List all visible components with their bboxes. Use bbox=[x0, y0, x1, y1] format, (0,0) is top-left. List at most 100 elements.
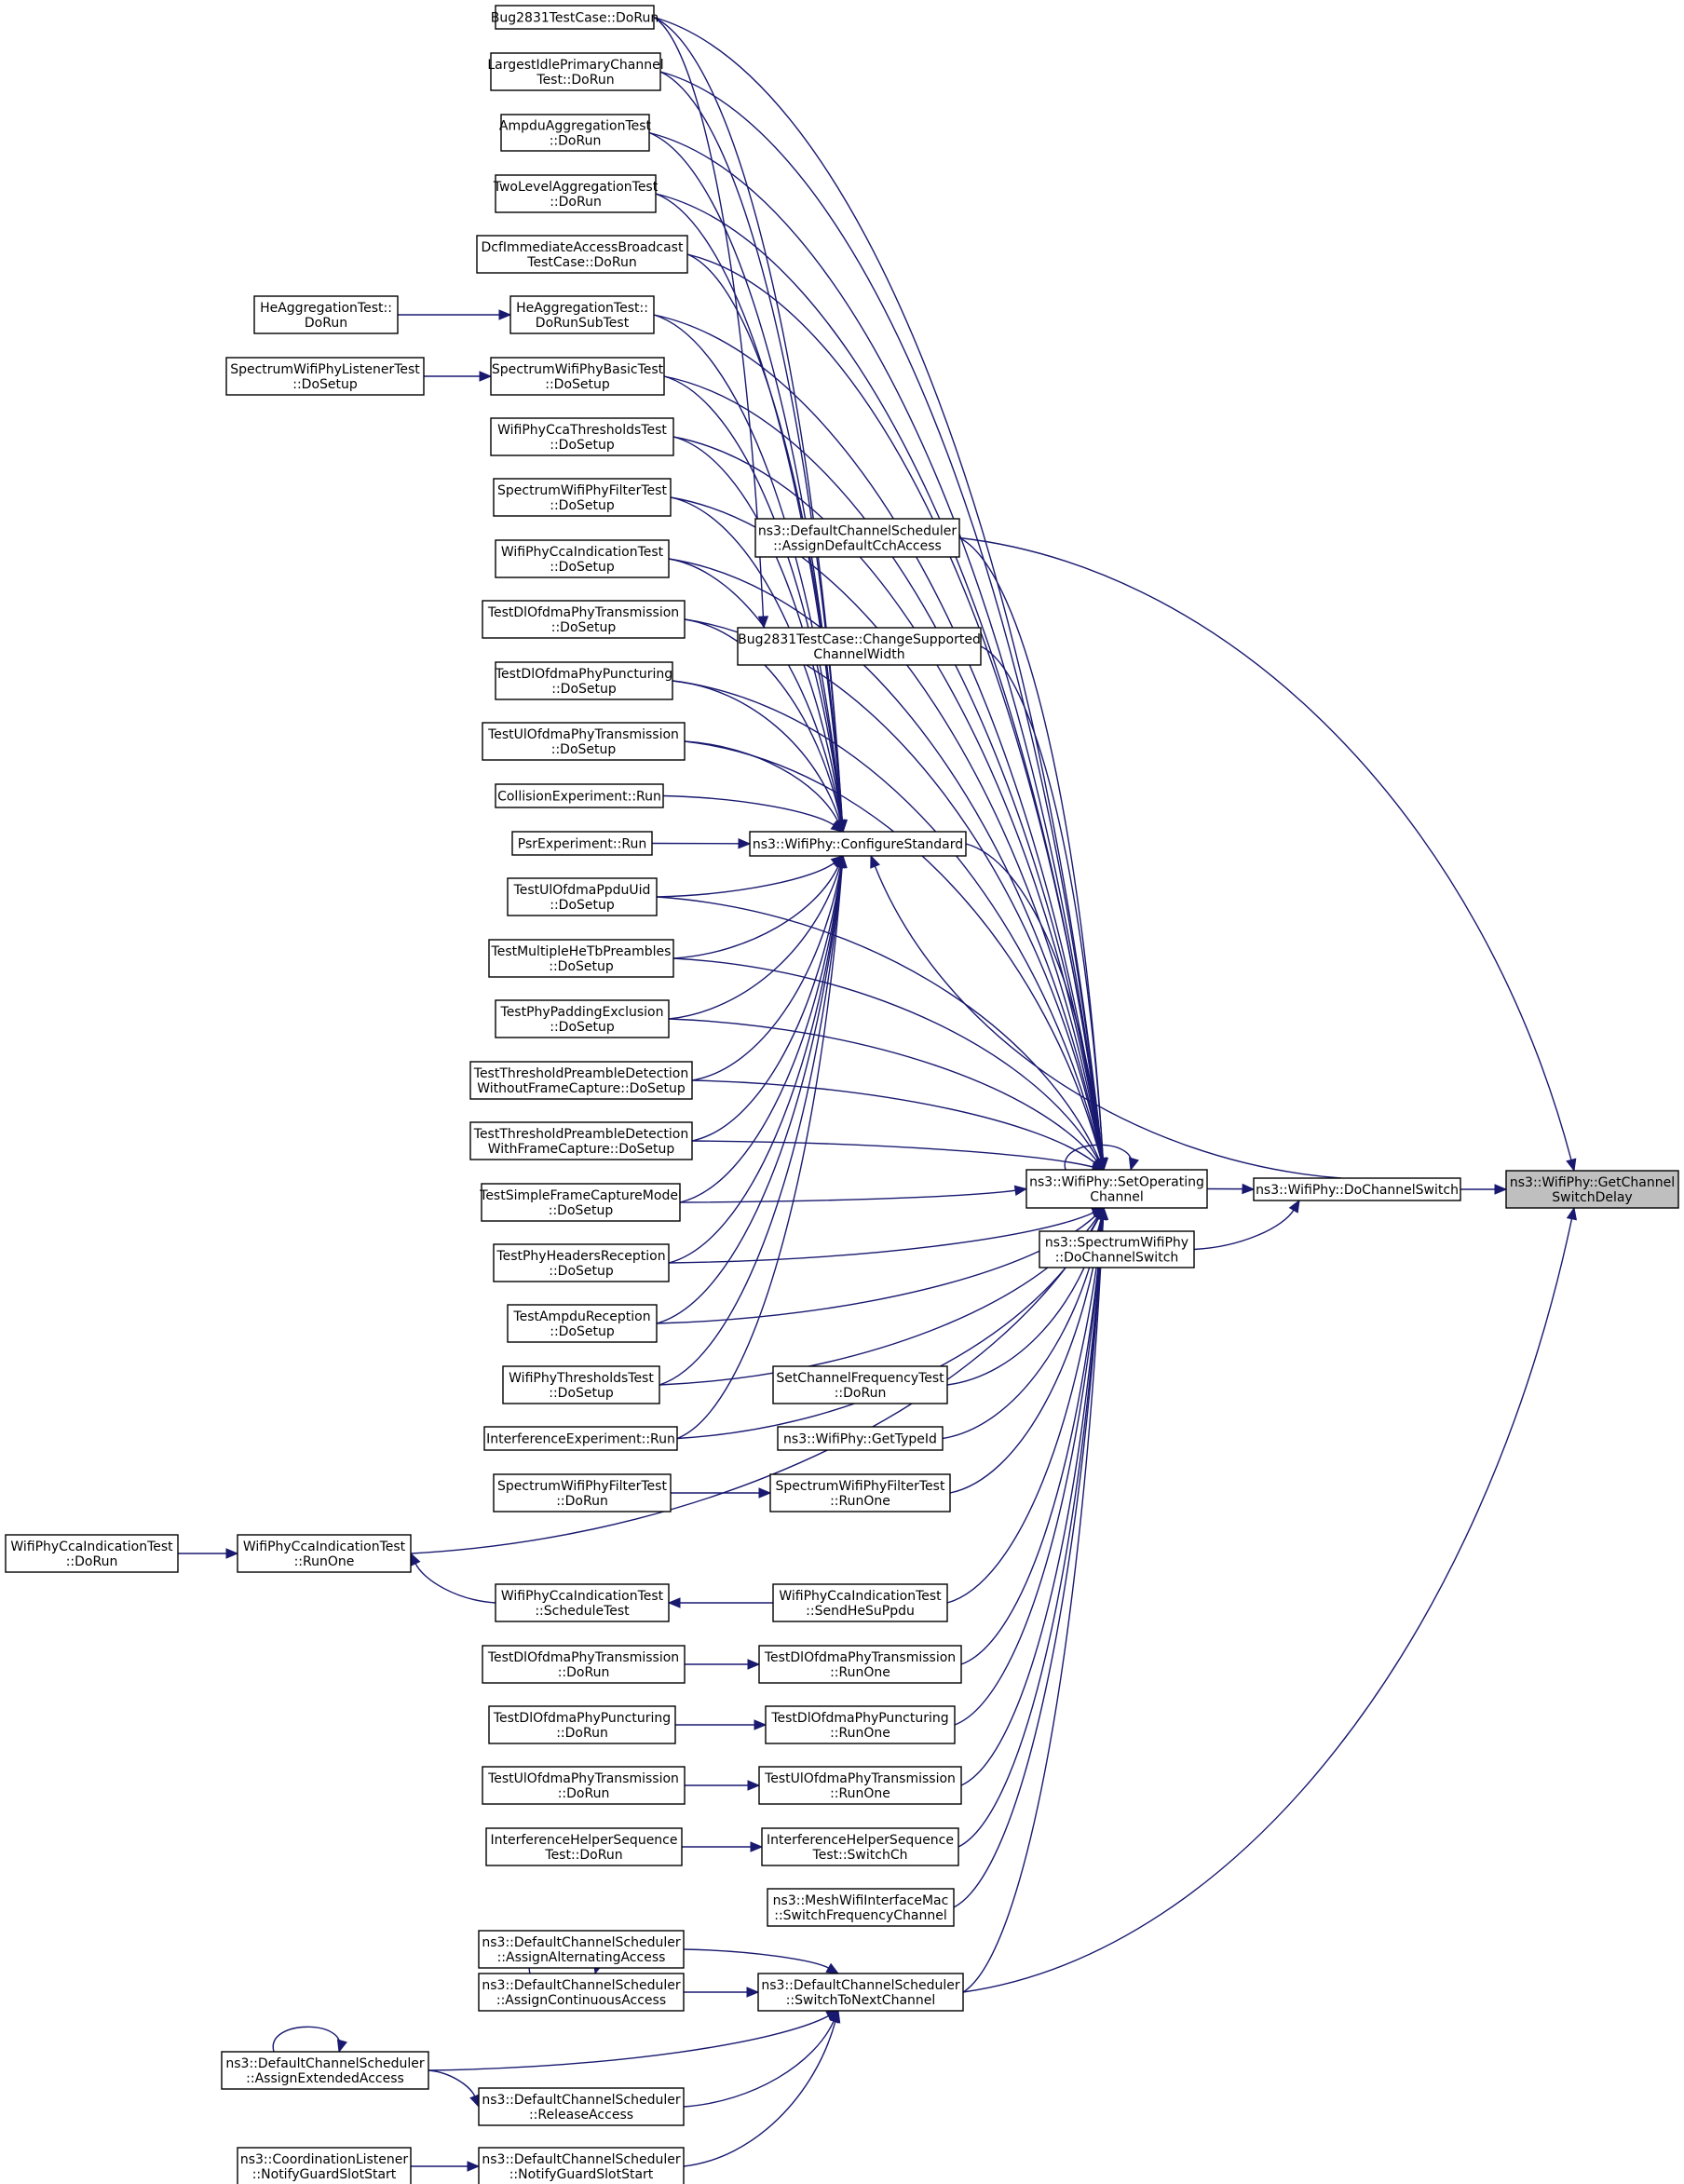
node-simplecapture[interactable]: TestSimpleFrameCaptureModel::DoSetup bbox=[479, 1183, 682, 1222]
node-ccainddorun[interactable]: WifiPhyCcaIndicationTest::DoRun bbox=[5, 1534, 179, 1573]
node-label-line: HeAggregationTest:: bbox=[516, 301, 648, 316]
node-label-line: ::DoSetup bbox=[550, 560, 615, 575]
node-threshwith[interactable]: TestThresholdPreambleDetectionWithFrameC… bbox=[469, 1121, 693, 1160]
node-box bbox=[758, 1645, 962, 1684]
node-gettypeid[interactable]: ns3::WifiPhy::GetTypeId bbox=[777, 1426, 944, 1451]
node-setchanfreq[interactable]: SetChannelFrequencyTest::DoRun bbox=[772, 1365, 948, 1404]
node-label-line: ::AssignAlternatingAccess bbox=[497, 1950, 666, 1965]
node-label-line: Test::DoRun bbox=[536, 73, 614, 88]
edge-assignext-to-assignext bbox=[272, 2026, 341, 2053]
node-specfiltersetup[interactable]: SpectrumWifiPhyFilterTest::DoSetup bbox=[493, 478, 672, 517]
node-specdcs[interactable]: ns3::SpectrumWifiPhy::DoChannelSwitch bbox=[1039, 1230, 1195, 1268]
node-dlpuncdorun[interactable]: TestDlOfdmaPhyPuncturing::DoRun bbox=[488, 1705, 676, 1744]
edge-bug2831-to-changesupported bbox=[653, 16, 765, 618]
edge-heaggsub-to-setop bbox=[653, 314, 1104, 1160]
node-headers[interactable]: TestPhyHeadersReception::DoSetup bbox=[493, 1243, 670, 1282]
edge-assignext-to-release bbox=[428, 2069, 476, 2098]
node-ccaindsend[interactable]: WifiPhyCcaIndicationTest::SendHeSuPpdu bbox=[772, 1583, 948, 1622]
node-dltxdorun[interactable]: TestDlOfdmaPhyTransmission::DoRun bbox=[482, 1645, 686, 1684]
node-specbasic[interactable]: SpectrumWifiPhyBasicTest::DoSetup bbox=[490, 357, 665, 396]
node-ccaindsched[interactable]: WifiPhyCcaIndicationTest::ScheduleTest bbox=[495, 1583, 670, 1622]
edge-ultxsetup-to-setop bbox=[684, 740, 1102, 1160]
node-interfexp[interactable]: InterferenceExperiment::Run bbox=[483, 1426, 678, 1451]
node-assignalt[interactable]: ns3::DefaultChannelScheduler::AssignAlte… bbox=[478, 1930, 685, 1969]
node-assignext[interactable]: ns3::DefaultChannelScheduler::AssignExte… bbox=[221, 2051, 429, 2090]
edge-arrowhead bbox=[479, 371, 493, 382]
edge-ihsswitch-to-setop bbox=[957, 1217, 1105, 1848]
node-ccathresh[interactable]: WifiPhyCcaThresholdsTest::DoSetup bbox=[490, 417, 674, 456]
node-label-line: TestUlOfdmaPhyTransmission bbox=[764, 1771, 956, 1786]
node-box bbox=[777, 1426, 944, 1451]
node-dlpuncsetup[interactable]: TestDlOfdmaPhyPuncturing::DoSetup bbox=[495, 661, 673, 700]
node-box bbox=[476, 235, 688, 274]
node-box bbox=[221, 2051, 429, 2090]
node-label-line: PsrExperiment::Run bbox=[518, 837, 646, 852]
edge-ultxsetup-to-configstd bbox=[684, 740, 839, 823]
node-threshwithout[interactable]: TestThresholdPreambleDetectionWithoutFra… bbox=[469, 1061, 693, 1100]
node-multihetb[interactable]: TestMultipleHeTbPreambles::DoSetup bbox=[488, 939, 674, 978]
node-psr[interactable]: PsrExperiment::Run bbox=[511, 831, 653, 856]
node-label-line: DoRunSubTest bbox=[536, 316, 630, 331]
node-specfilterdorun[interactable]: SpectrumWifiPhyFilterTest::DoRun bbox=[493, 1473, 672, 1513]
node-heaggsub[interactable]: HeAggregationTest::DoRunSubTest bbox=[509, 295, 655, 334]
node-configstd[interactable]: ns3::WifiPhy::ConfigureStandard bbox=[749, 831, 967, 857]
node-notifyguard[interactable]: ns3::DefaultChannelScheduler::NotifyGuar… bbox=[478, 2147, 685, 2184]
node-assigncont[interactable]: ns3::DefaultChannelScheduler::AssignCont… bbox=[478, 1973, 685, 2012]
node-meshswitch[interactable]: ns3::MeshWifiInterfaceMac::SwitchFrequen… bbox=[767, 1888, 955, 1927]
node-box bbox=[749, 831, 967, 857]
node-label-line: ns3::WifiPhy::ConfigureStandard bbox=[753, 837, 963, 852]
node-dochannelswitch[interactable]: ns3::WifiPhy::DoChannelSwitch bbox=[1253, 1177, 1461, 1201]
node-label-line: Bug2831TestCase::ChangeSupported bbox=[738, 632, 981, 647]
node-heaggrun[interactable]: HeAggregationTest::DoRun bbox=[253, 295, 399, 334]
edge-specdcs-to-dochannelswitch bbox=[1193, 1209, 1296, 1251]
node-box bbox=[500, 114, 650, 152]
node-box bbox=[757, 1973, 964, 2012]
node-dltxsetup[interactable]: TestDlOfdmaPhyTransmission::DoSetup bbox=[482, 600, 686, 639]
node-bug2831[interactable]: Bug2831TestCase::DoRun bbox=[491, 5, 659, 30]
node-switchnext[interactable]: ns3::DefaultChannelScheduler::SwitchToNe… bbox=[757, 1973, 964, 2012]
node-label-line: ns3::WifiPhy::SetOperating bbox=[1029, 1175, 1204, 1190]
node-ccaindrunone[interactable]: WifiPhyCcaIndicationTest::RunOne bbox=[237, 1534, 412, 1573]
node-label-line: ::RunOne bbox=[830, 1786, 890, 1801]
node-phythresh[interactable]: WifiPhyThresholdsTest::DoSetup bbox=[502, 1365, 660, 1404]
node-dltxrunone[interactable]: TestDlOfdmaPhyTransmission::RunOne bbox=[758, 1645, 962, 1684]
node-label-line: ns3::DefaultChannelScheduler bbox=[482, 1978, 680, 1993]
node-ampduagg[interactable]: AmpduAggregationTest::DoRun bbox=[499, 114, 652, 152]
node-dlpuncrunone[interactable]: TestDlOfdmaPhyPuncturing::RunOne bbox=[765, 1705, 956, 1744]
node-label-line: TestDlOfdmaPhyTransmission bbox=[487, 605, 679, 620]
node-ultxsetup[interactable]: TestUlOfdmaPhyTransmission::DoSetup bbox=[482, 722, 686, 761]
edge-simplecapture-to-setop bbox=[679, 1189, 1017, 1203]
node-ampdurx[interactable]: TestAmpduReception::DoSetup bbox=[507, 1304, 658, 1343]
node-label-line: WifiPhyCcaIndicationTest bbox=[243, 1540, 406, 1554]
node-label-line: ::RunOne bbox=[830, 1665, 890, 1680]
node-release[interactable]: ns3::DefaultChannelScheduler::ReleaseAcc… bbox=[478, 2087, 685, 2126]
node-label-line: ::DoChannelSwitch bbox=[1055, 1251, 1179, 1266]
node-changesupported[interactable]: Bug2831TestCase::ChangeSupportedChannelW… bbox=[737, 627, 982, 666]
node-ccaindsetup[interactable]: WifiPhyCcaIndicationTest::DoSetup bbox=[495, 539, 670, 578]
node-twolevel[interactable]: TwoLevelAggregationTest::DoRun bbox=[493, 174, 659, 213]
edge-dltxrunone-to-setop bbox=[960, 1217, 1104, 1665]
node-box bbox=[769, 1473, 951, 1513]
edge-arrowhead bbox=[830, 820, 845, 833]
node-assigndefault[interactable]: ns3::DefaultChannelScheduler::AssignDefa… bbox=[754, 518, 960, 558]
node-coordnotify[interactable]: ns3::CoordinationListener::NotifyGuardSl… bbox=[237, 2147, 412, 2184]
node-ultxrunone[interactable]: TestUlOfdmaPhyTransmission::RunOne bbox=[758, 1766, 962, 1805]
node-ultxdorun[interactable]: TestUlOfdmaPhyTransmission::DoRun bbox=[482, 1766, 686, 1805]
edge-ampduagg-to-setop bbox=[648, 131, 1104, 1160]
node-padding[interactable]: TestPhyPaddingExclusion::DoSetup bbox=[495, 999, 670, 1038]
node-ulppdu[interactable]: TestUlOfdmaPpduUid::DoSetup bbox=[507, 877, 658, 916]
node-label-line: ::SendHeSuPpdu bbox=[806, 1604, 915, 1619]
edge-arrowhead bbox=[870, 854, 880, 869]
node-label-line: ::NotifyGuardSlotStart bbox=[509, 2167, 654, 2182]
edge-configstd-to-setop bbox=[965, 843, 1104, 1160]
node-collision[interactable]: CollisionExperiment::Run bbox=[495, 783, 664, 808]
node-box bbox=[253, 295, 399, 334]
node-dcfimm[interactable]: DcfImmediateAccessBroadcastTestCase::DoR… bbox=[476, 235, 688, 274]
node-specfilterrunone[interactable]: SpectrumWifiPhyFilterTest::RunOne bbox=[769, 1473, 951, 1513]
node-speclistener[interactable]: SpectrumWifiPhyListenerTest::DoSetup bbox=[225, 357, 425, 396]
